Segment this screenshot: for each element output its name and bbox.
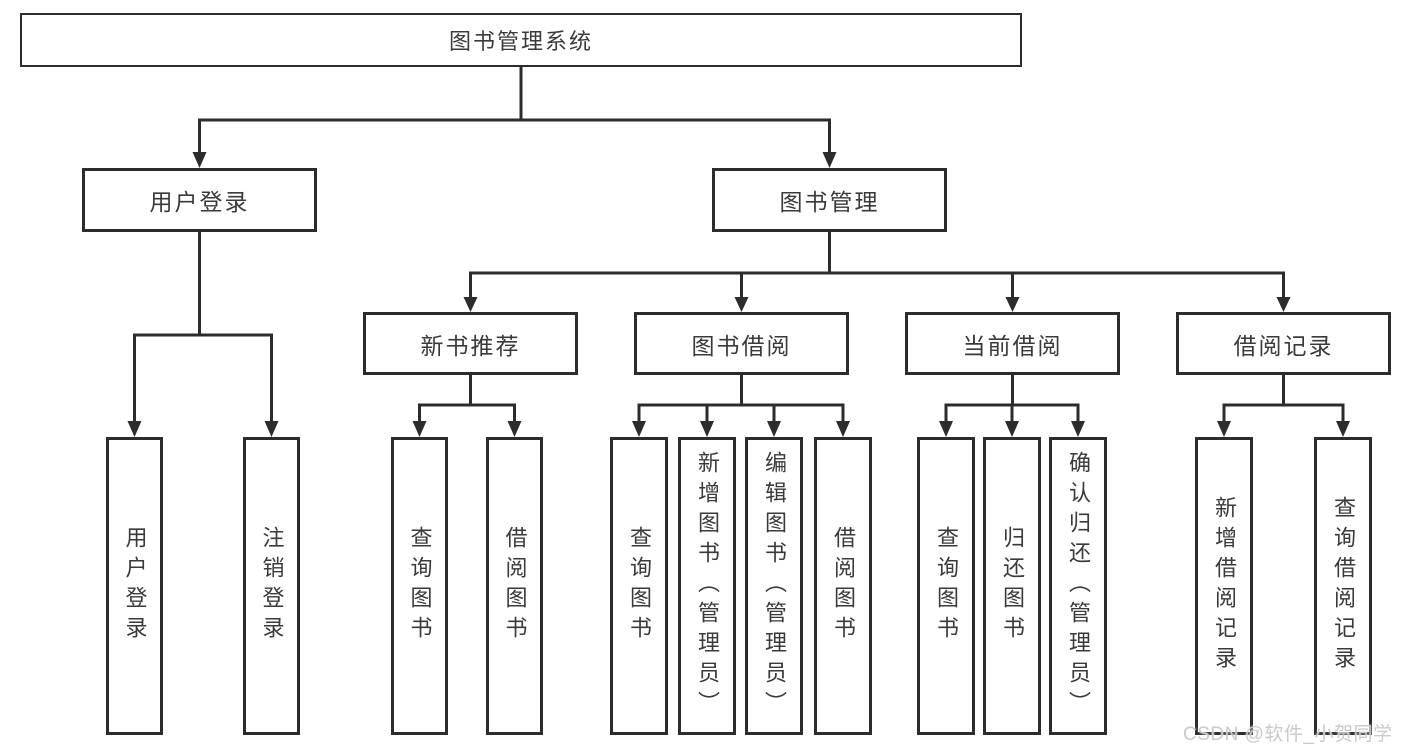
node-book-borrow-label: 图书借阅 bbox=[691, 332, 792, 359]
leaf-label: 注销登录 bbox=[259, 526, 285, 646]
leaf-label: 新增借阅记录 bbox=[1212, 496, 1237, 676]
leaf-add-borrow-record: 新增借阅记录 bbox=[1195, 437, 1253, 735]
node-book-management-label: 图书管理 bbox=[779, 189, 880, 215]
leaf-user-login: 用户登录 bbox=[106, 437, 163, 735]
node-root-library-system: 图书管理系统 bbox=[20, 13, 1022, 67]
leaf-label: 借阅图书 bbox=[831, 526, 856, 646]
leaf-query-books-recommend: 查询图书 bbox=[391, 437, 448, 735]
node-borrow-records: 借阅记录 bbox=[1176, 312, 1391, 375]
leaf-borrow-books: 借阅图书 bbox=[814, 437, 872, 735]
leaf-logout: 注销登录 bbox=[243, 437, 300, 735]
leaf-label: 用户登录 bbox=[122, 526, 148, 646]
node-book-borrow: 图书借阅 bbox=[634, 312, 849, 375]
node-borrow-records-label: 借阅记录 bbox=[1233, 332, 1334, 359]
node-book-management: 图书管理 bbox=[712, 168, 947, 232]
leaf-borrow-books-recommend: 借阅图书 bbox=[486, 437, 543, 735]
connector-user-login-children bbox=[127, 232, 279, 437]
leaf-label: 归还图书 bbox=[1000, 526, 1025, 646]
connector-current-borrow-children bbox=[939, 375, 1085, 437]
leaf-label: 新增图书（管理员） bbox=[695, 451, 720, 721]
leaf-label: 借阅图书 bbox=[502, 526, 528, 646]
node-root-label: 图书管理系统 bbox=[448, 29, 593, 54]
node-user-login-label: 用户登录 bbox=[149, 189, 250, 215]
csdn-watermark: CSDN @软件_小贺同学 bbox=[1183, 724, 1393, 745]
node-current-borrow: 当前借阅 bbox=[905, 312, 1120, 375]
node-new-book-recommend: 新书推荐 bbox=[363, 312, 578, 375]
connector-root-to-level2 bbox=[192, 67, 837, 168]
connector-borrow-records-children bbox=[1217, 375, 1350, 437]
node-user-login: 用户登录 bbox=[82, 168, 317, 232]
leaf-label: 查询借阅记录 bbox=[1331, 496, 1356, 676]
node-new-book-recommend-label: 新书推荐 bbox=[420, 332, 521, 359]
leaf-add-books-admin: 新增图书（管理员） bbox=[678, 437, 736, 735]
leaf-query-books-borrow: 查询图书 bbox=[610, 437, 668, 735]
connector-new-book-rec-children bbox=[412, 375, 522, 437]
leaf-label: 编辑图书（管理员） bbox=[762, 451, 787, 721]
leaf-confirm-return-admin: 确认归还（管理员） bbox=[1049, 437, 1107, 735]
connector-book-mgmt-children bbox=[463, 232, 1291, 312]
leaf-label: 确认归还（管理员） bbox=[1066, 451, 1091, 721]
node-current-borrow-label: 当前借阅 bbox=[962, 332, 1063, 359]
leaf-edit-books-admin: 编辑图书（管理员） bbox=[745, 437, 803, 735]
leaf-query-books-current: 查询图书 bbox=[917, 437, 975, 735]
leaf-label: 查询图书 bbox=[407, 526, 433, 646]
leaf-label: 查询图书 bbox=[934, 526, 959, 646]
leaf-query-borrow-record: 查询借阅记录 bbox=[1314, 437, 1372, 735]
leaf-label: 查询图书 bbox=[627, 526, 652, 646]
leaf-return-books: 归还图书 bbox=[983, 437, 1041, 735]
connector-book-borrow-children bbox=[632, 375, 850, 437]
